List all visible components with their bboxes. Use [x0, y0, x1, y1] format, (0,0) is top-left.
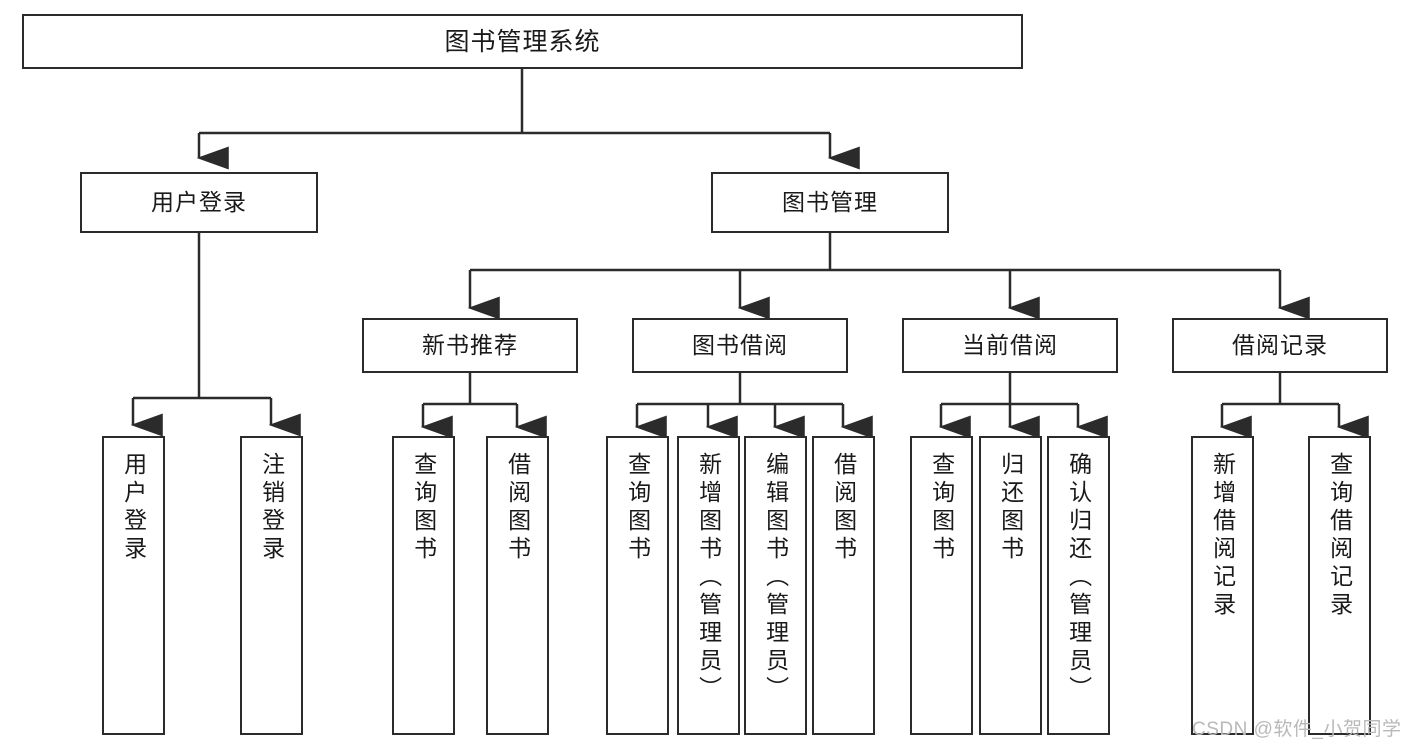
node-leaf-query-borrow-record[interactable]: 查询借阅记录 — [1308, 436, 1371, 735]
node-label: 借阅图书 — [504, 452, 531, 564]
node-label: 注销登录 — [258, 452, 285, 564]
node-leaf-return-book[interactable]: 归还图书 — [979, 436, 1042, 735]
node-label: 编辑图书（管理员） — [762, 452, 789, 704]
node-label: 图书管理 — [782, 188, 878, 215]
node-leaf-add-borrow-record[interactable]: 新增借阅记录 — [1191, 436, 1254, 735]
node-current-borrow[interactable]: 当前借阅 — [902, 318, 1118, 373]
node-label: 图书管理系统 — [444, 27, 601, 56]
node-leaf-borrow-book[interactable]: 借阅图书 — [812, 436, 875, 735]
node-label: 确认归还（管理员） — [1065, 452, 1092, 704]
node-label: 查询图书 — [624, 452, 651, 564]
node-label: 归还图书 — [997, 452, 1024, 564]
watermark-text: CSDN @软件_小贺同学 — [1192, 719, 1402, 740]
node-label: 新增借阅记录 — [1209, 452, 1236, 620]
node-borrow-record[interactable]: 借阅记录 — [1172, 318, 1388, 373]
node-label: 图书借阅 — [692, 331, 788, 358]
node-label: 用户登录 — [151, 188, 247, 215]
node-label: 新书推荐 — [422, 331, 518, 358]
node-label: 当前借阅 — [962, 331, 1058, 358]
node-new-book-recommend[interactable]: 新书推荐 — [362, 318, 578, 373]
node-book-borrow[interactable]: 图书借阅 — [632, 318, 848, 373]
node-leaf-query-book-borrow[interactable]: 查询图书 — [606, 436, 669, 735]
node-root-system[interactable]: 图书管理系统 — [22, 14, 1023, 69]
node-book-management[interactable]: 图书管理 — [711, 172, 949, 233]
node-leaf-confirm-return-admin[interactable]: 确认归还（管理员） — [1047, 436, 1110, 735]
node-leaf-user-login[interactable]: 用户登录 — [102, 436, 165, 735]
node-label: 查询图书 — [928, 452, 955, 564]
node-leaf-logout[interactable]: 注销登录 — [240, 436, 303, 735]
node-label: 用户登录 — [120, 452, 147, 564]
node-label: 借阅图书 — [830, 452, 857, 564]
node-leaf-add-book-admin[interactable]: 新增图书（管理员） — [677, 436, 740, 735]
node-leaf-query-book-current[interactable]: 查询图书 — [910, 436, 973, 735]
node-label: 查询借阅记录 — [1326, 452, 1353, 620]
node-user-login[interactable]: 用户登录 — [80, 172, 318, 233]
node-leaf-query-book-recommend[interactable]: 查询图书 — [392, 436, 455, 735]
node-label: 查询图书 — [410, 452, 437, 564]
node-label: 借阅记录 — [1232, 331, 1328, 358]
node-leaf-edit-book-admin[interactable]: 编辑图书（管理员） — [744, 436, 807, 735]
node-leaf-borrow-book-recommend[interactable]: 借阅图书 — [486, 436, 549, 735]
node-label: 新增图书（管理员） — [695, 452, 722, 704]
